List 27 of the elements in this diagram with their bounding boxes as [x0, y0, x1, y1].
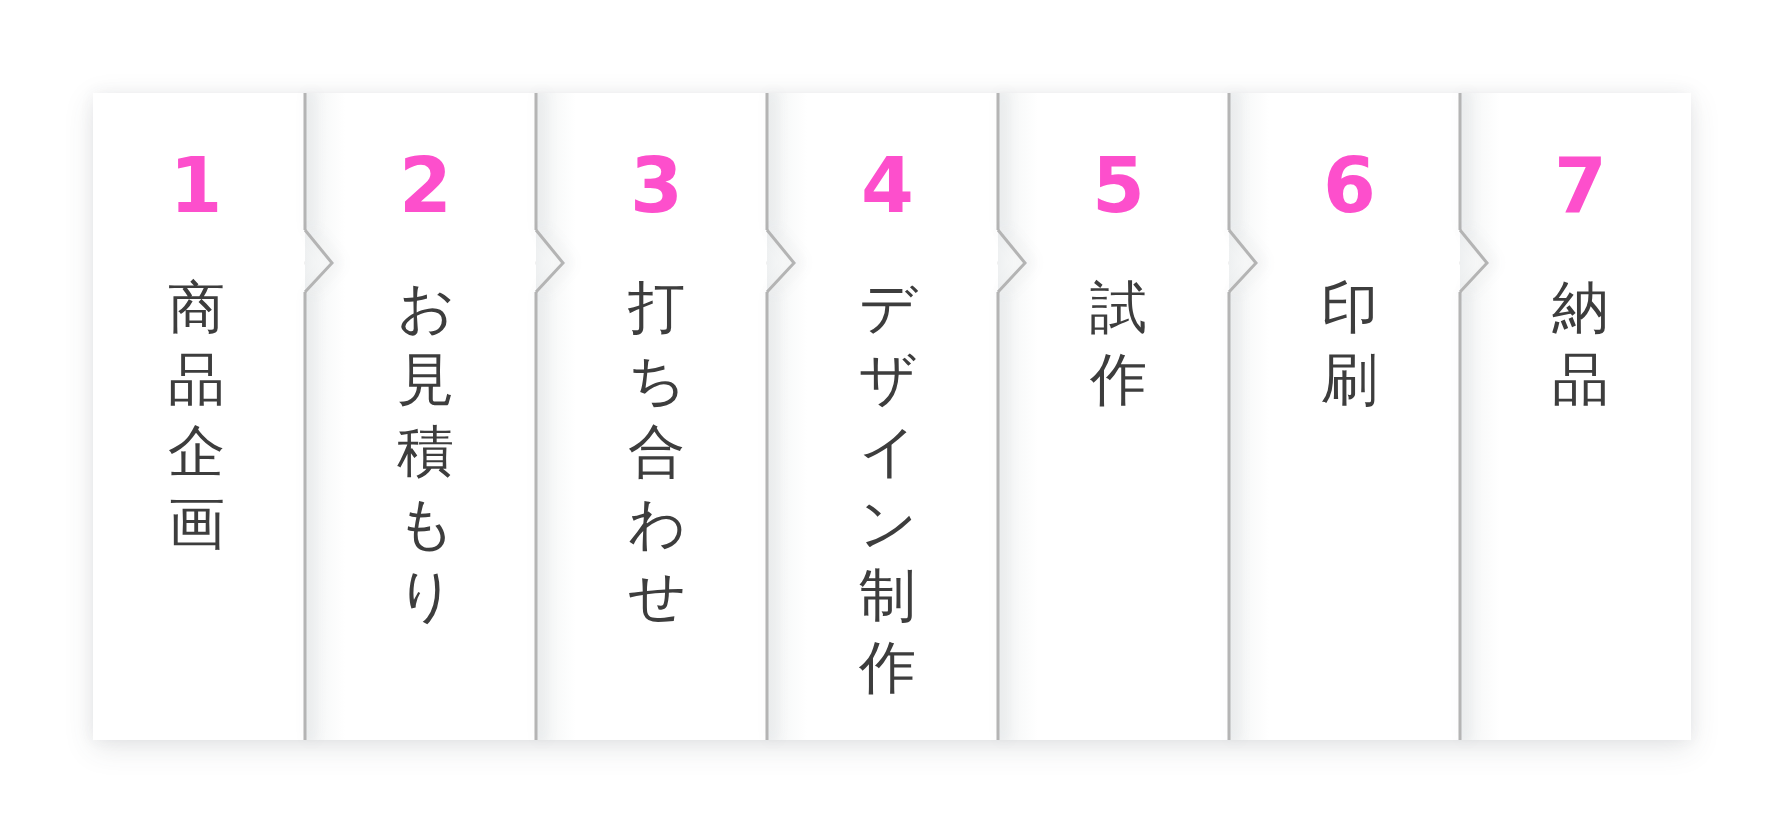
step-label: 商品企画: [167, 273, 225, 558]
step-column: [305, 93, 536, 740]
step-column: [1229, 93, 1460, 740]
chevron-arrow: [534, 228, 565, 294]
chevron-arrow: [996, 228, 1027, 294]
step-number: 5: [1091, 148, 1146, 224]
chevron-arrow: [303, 228, 334, 294]
step-number: 7: [1553, 148, 1608, 224]
chevron-arrow: [1227, 228, 1258, 294]
step-label: お見積もり: [397, 273, 454, 630]
step-label: 打ち合わせ: [628, 273, 685, 630]
step-column: [998, 93, 1229, 740]
step-label: 印刷: [1321, 273, 1378, 414]
chevron-arrow: [1458, 228, 1489, 294]
step-label: 納品: [1552, 273, 1609, 414]
step-label: デザイン制作: [859, 273, 916, 702]
step-column: [767, 93, 998, 740]
step-number: 2: [398, 148, 453, 224]
step-number: 4: [860, 148, 915, 224]
step-number: 3: [629, 148, 684, 224]
step-column: [536, 93, 767, 740]
step-number: 6: [1322, 148, 1377, 224]
chevron-arrow: [765, 228, 796, 294]
step-column: [1460, 93, 1691, 740]
step-number: 1: [168, 148, 224, 224]
step-label: 試作: [1090, 273, 1147, 414]
step-column: [93, 93, 305, 740]
